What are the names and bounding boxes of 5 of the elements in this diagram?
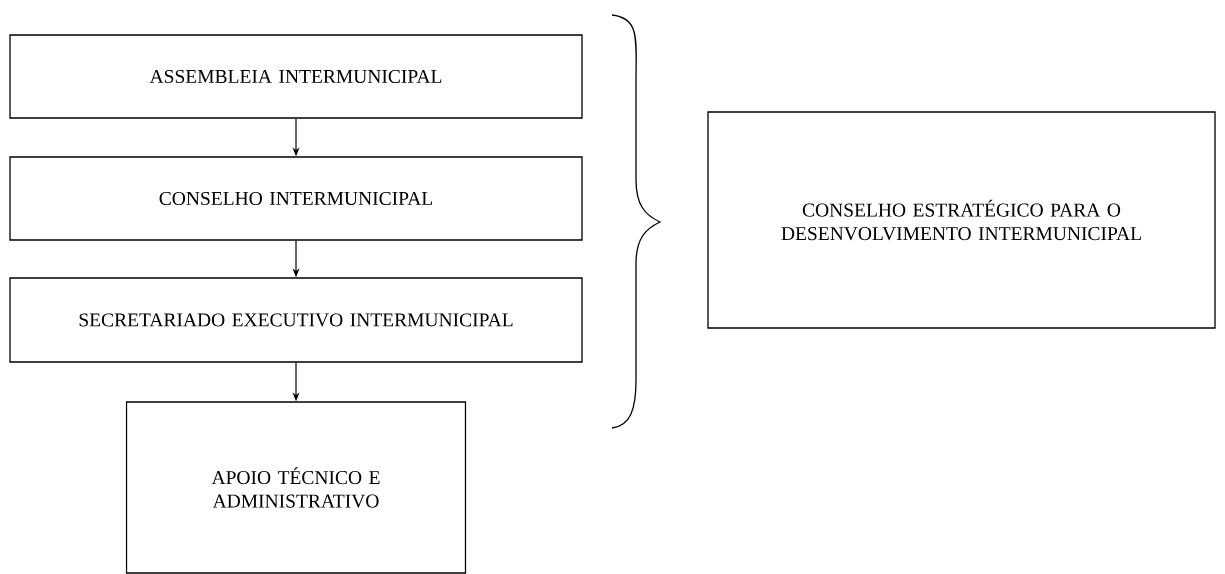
- process-box: SECRETARIADO EXECUTIVO INTERMUNICIPAL: [9, 277, 583, 363]
- process-box: CONSELHO INTERMUNICIPAL: [9, 156, 583, 241]
- process-box: APOIO TÉCNICO E ADMINISTRATIVO: [125, 401, 467, 574]
- process-box: ASSEMBLEIA INTERMUNICIPAL: [9, 34, 583, 119]
- process-box: CONSELHO ESTRATÉGICO PARA O DESENVOLVIMENTO INTERMUNICIPAL: [707, 111, 1216, 329]
